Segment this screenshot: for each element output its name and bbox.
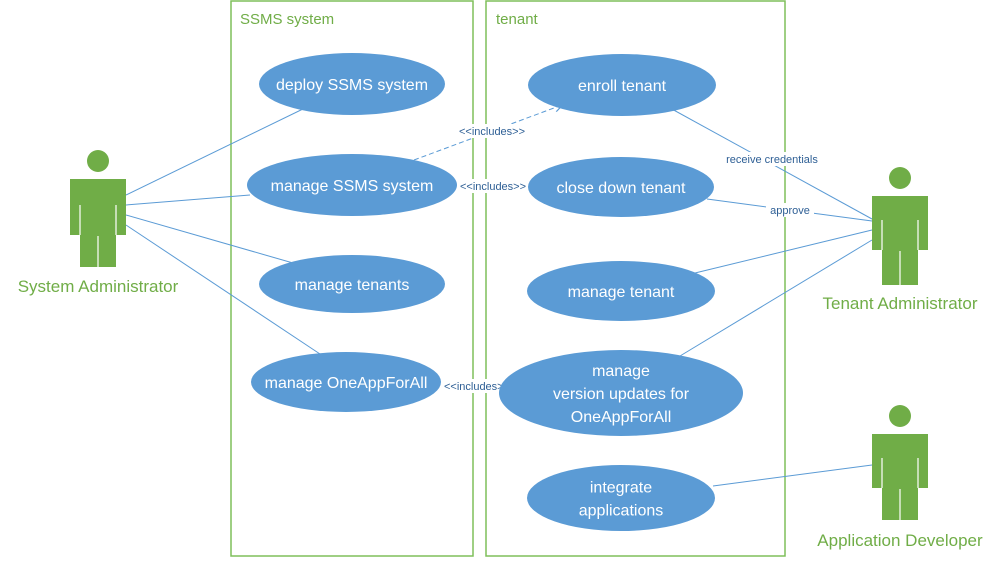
use-case-label-line: manage OneAppForAll [265, 375, 428, 392]
include-version-label-bg [440, 379, 514, 393]
use-case-manage-oneappforall[interactable]: manage OneAppForAll [251, 352, 441, 412]
use-case-shape [527, 261, 715, 321]
receive-credentials-label: receive credentials [726, 154, 818, 166]
person-icon [872, 405, 928, 520]
use-case-label-line: manage [592, 363, 650, 380]
use-case-label-line: OneAppForAll [571, 409, 672, 426]
use-case-enroll-tenant[interactable]: enroll tenant [528, 54, 716, 116]
include-close-label: <<includes>> [460, 181, 526, 193]
use-case-label: manage OneAppForAll [265, 375, 428, 392]
use-case-shape [259, 255, 445, 313]
actor-name: Tenant Administrator [823, 294, 978, 313]
assoc-sysadmin-manage-tenants [125, 214, 301, 266]
use-case-shape [259, 53, 445, 115]
use-case-label: manage tenants [295, 277, 410, 294]
actor-application-developer[interactable]: Application Developer [817, 405, 983, 550]
use-case-shape [251, 352, 441, 412]
use-case-label-line: manage tenants [295, 277, 410, 294]
include-enroll-label: <<includes>> [459, 126, 525, 138]
use-case-label-line: version updates for [553, 386, 690, 403]
use-case-shape [528, 157, 714, 217]
person-icon [872, 167, 928, 285]
use-case-label: enroll tenant [578, 78, 667, 95]
use-case-label-line: manage tenant [568, 284, 675, 301]
use-case-label-line: deploy SSMS system [276, 77, 428, 94]
use-case-label-line: integrate [590, 480, 652, 497]
include-close-label-bg [456, 179, 530, 193]
use-case-manage-tenant[interactable]: manage tenant [527, 261, 715, 321]
ssms-system-boundary [230, 0, 474, 557]
approve-label: approve [770, 205, 810, 217]
actor-name: Application Developer [817, 531, 983, 550]
use-case-label: integrate applications [579, 480, 664, 520]
assoc-appdev-integrate [712, 464, 873, 487]
receive-credentials-label-bg [718, 152, 826, 166]
assoc-sysadmin-manage-oneapp [125, 224, 321, 355]
use-case-label-line: enroll tenant [578, 78, 667, 95]
include-enroll-connector [413, 105, 562, 161]
use-case-label: deploy SSMS system [276, 77, 428, 94]
use-case-close-down-tenant[interactable]: close down tenant [528, 157, 714, 217]
assoc-sysadmin-manage-ssms [125, 194, 251, 206]
include-enroll-label-bg [455, 124, 529, 138]
use-case-shape [527, 465, 715, 531]
use-case-manage-ssms-system[interactable]: manage SSMS system [247, 154, 457, 216]
tenant-boundary [485, 0, 786, 557]
tenant-boundary-title: tenant [496, 11, 539, 28]
approve-label-bg [766, 203, 814, 217]
actor-name: System Administrator [18, 277, 179, 296]
use-case-shape [247, 154, 457, 216]
use-case-shape [499, 350, 743, 436]
use-case-label-line: applications [579, 503, 664, 520]
person-icon [70, 150, 126, 267]
use-case-label: manage tenant [568, 284, 675, 301]
ssms-system-boundary-title: SSMS system [240, 11, 334, 28]
assoc-tenantadmin-manage-tenant [694, 229, 873, 274]
use-case-deploy-ssms-system[interactable]: deploy SSMS system [259, 53, 445, 115]
use-case-label-line: close down tenant [557, 180, 687, 197]
use-case-manage-tenants[interactable]: manage tenants [259, 255, 445, 313]
include-version-label: <<includes>> [444, 381, 510, 393]
actor-tenant-administrator[interactable]: Tenant Administrator [823, 167, 978, 313]
use-case-label: manage SSMS system [271, 178, 434, 195]
use-case-label-line: manage SSMS system [271, 178, 434, 195]
assoc-tenantadmin-version-updates [679, 239, 873, 357]
actor-system-administrator[interactable]: System Administrator [18, 150, 179, 296]
use-case-shape [528, 54, 716, 116]
use-case-label: close down tenant [557, 180, 687, 197]
assoc-sysadmin-deploy [125, 107, 306, 196]
use-case-integrate-applications[interactable]: integrate applications [527, 465, 715, 531]
